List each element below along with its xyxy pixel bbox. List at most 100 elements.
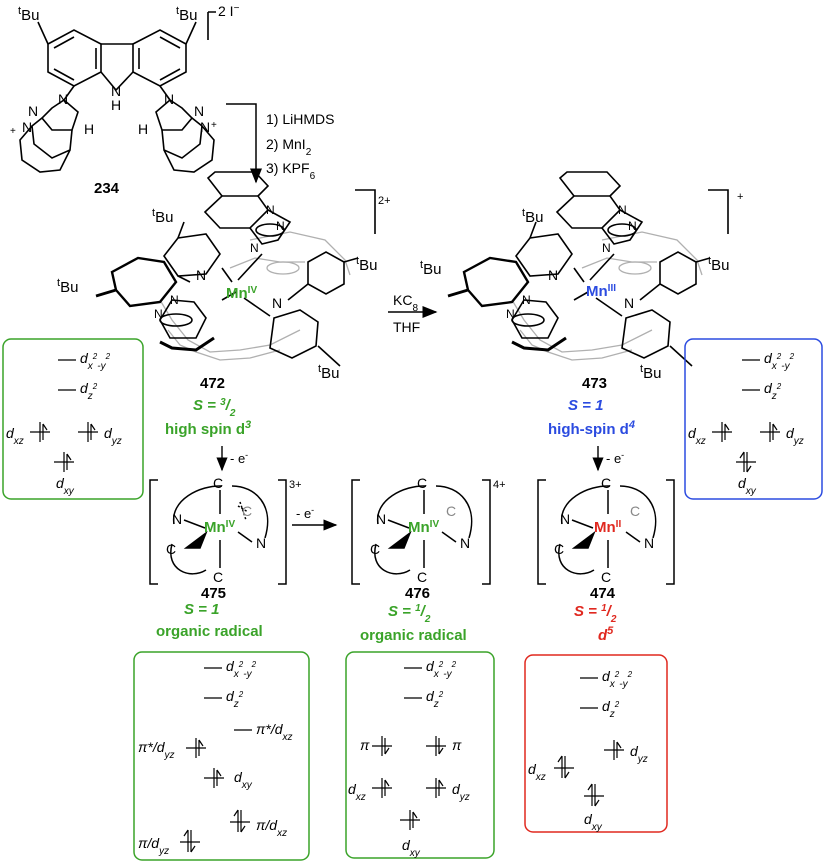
svg-text:C: C <box>166 541 176 557</box>
svg-text:N: N <box>256 535 266 551</box>
svg-text:MnIV: MnIV <box>204 519 235 537</box>
svg-text:π/dxz: π/dxz <box>256 817 287 839</box>
svg-text:tBu: tBu <box>318 363 339 382</box>
svg-text:dxy: dxy <box>56 475 75 497</box>
svg-text:d5: d5 <box>598 625 614 644</box>
svg-text:dx2-y2: dx2-y2 <box>602 668 633 690</box>
svg-text:MnII: MnII <box>594 519 621 537</box>
svg-text:C: C <box>242 503 252 519</box>
svg-text:MnIV: MnIV <box>408 519 439 537</box>
svg-text:C: C <box>601 569 611 585</box>
svg-text:S = 1/2: S = 1/2 <box>574 603 617 625</box>
svg-text:tBu: tBu <box>152 207 173 226</box>
svg-text:high spin d3: high spin d3 <box>165 419 251 438</box>
svg-text:dz2: dz2 <box>226 688 244 710</box>
mn-472: MnIV <box>226 285 257 303</box>
charge-234: 2 I− <box>218 3 240 20</box>
h-left: H <box>84 121 94 137</box>
svg-text:N: N <box>272 295 282 311</box>
svg-text:C: C <box>417 569 427 585</box>
svg-text:dx2-y2: dx2-y2 <box>426 658 457 680</box>
svg-text:π: π <box>360 737 370 753</box>
svg-text:dx2-y2: dx2-y2 <box>226 658 257 680</box>
svg-text:C: C <box>213 569 223 585</box>
svg-text:C: C <box>213 475 223 491</box>
svg-text:N: N <box>376 511 386 527</box>
tbu-label-1: tBu <box>18 5 39 24</box>
plus-right: + <box>211 120 217 131</box>
complex-474-structure <box>537 479 675 585</box>
svg-text:dyz: dyz <box>104 425 122 447</box>
svg-text:N: N <box>548 267 558 283</box>
compound-234-labels: tBu tBu 2 I− N H N N N + H N N N + H 234 <box>10 3 240 198</box>
svg-text:N: N <box>170 293 179 307</box>
svg-text:N: N <box>618 203 627 217</box>
n-right-1: N <box>164 91 174 107</box>
reagent-conditions: 1) LiHMDS 2) MnI2 3) KPF6 <box>266 111 334 182</box>
plus-left: + <box>10 126 16 137</box>
svg-text:N: N <box>506 307 515 321</box>
svg-text:N: N <box>172 511 182 527</box>
svg-text:dxy: dxy <box>738 475 757 497</box>
thf-label: THF <box>393 319 420 335</box>
svg-text:C: C <box>446 503 456 519</box>
orbital-box-473: dx2-y2 dz2 dxz dyz dxy <box>684 338 823 500</box>
complex-475-labels: C C N N C C 3+ MnIV 475 S = 1 organic ra… <box>156 475 302 640</box>
svg-text:dxy: dxy <box>584 811 603 833</box>
svg-text:dyz: dyz <box>786 425 804 447</box>
svg-text:π: π <box>452 737 462 753</box>
complex-475-structure <box>149 479 287 585</box>
svg-text:N: N <box>602 241 611 255</box>
svg-text:475: 475 <box>201 585 226 602</box>
mn-473: MnIII <box>586 283 616 301</box>
svg-text:dxz: dxz <box>688 425 706 447</box>
n-right-3: N <box>200 119 210 135</box>
svg-text:dxy: dxy <box>402 837 421 859</box>
n-left-2: N <box>28 103 38 119</box>
complex-472-labels: tBu tBu tBu tBu 2+ N N N N N N N MnIV 47… <box>57 195 391 438</box>
svg-text:dz2: dz2 <box>602 698 620 720</box>
n-left-1: N <box>58 91 68 107</box>
svg-text:+: + <box>737 191 743 203</box>
svg-text:S = 1/2: S = 1/2 <box>388 603 431 625</box>
svg-text:dyz: dyz <box>630 743 648 765</box>
svg-text:472: 472 <box>200 375 225 392</box>
complex-476-structure <box>351 479 491 585</box>
svg-text:π/dyz: π/dyz <box>138 835 169 857</box>
tbu-label-2: tBu <box>176 5 197 24</box>
complex-473-labels: tBu tBu tBu tBu + N N N N N N N MnIII 47… <box>420 191 743 438</box>
orbital-box-474: dx2-y2 dz2 dyz dxz dxy <box>524 654 668 833</box>
svg-text:dxz: dxz <box>528 761 546 783</box>
svg-text:- e-: - e- <box>606 450 624 466</box>
svg-text:dxz: dxz <box>6 425 24 447</box>
svg-text:3+: 3+ <box>289 479 302 491</box>
svg-text:1) LiHMDS: 1) LiHMDS <box>266 111 334 127</box>
svg-text:474: 474 <box>590 585 616 602</box>
svg-text:dz2: dz2 <box>80 380 98 402</box>
svg-text:N: N <box>644 535 654 551</box>
svg-text:C: C <box>630 503 640 519</box>
svg-text:tBu: tBu <box>57 277 78 296</box>
svg-text:S = 1: S = 1 <box>184 601 219 618</box>
complex-473-structure <box>447 171 729 367</box>
compound-234-number: 234 <box>94 180 120 197</box>
svg-text:dz2: dz2 <box>426 688 444 710</box>
orbital-box-472: dx2-y2 dz2 dxz dyz dxy <box>2 338 144 500</box>
svg-text:high-spin d4: high-spin d4 <box>548 419 635 438</box>
svg-text:C: C <box>417 475 427 491</box>
svg-text:- e-: - e- <box>230 450 248 466</box>
svg-text:N: N <box>624 295 634 311</box>
svg-text:4+: 4+ <box>493 479 506 491</box>
svg-text:dxy: dxy <box>234 769 253 791</box>
svg-text:dyz: dyz <box>452 781 470 803</box>
svg-text:- e-: - e- <box>296 505 314 521</box>
svg-text:S = 3/2: S = 3/2 <box>193 397 236 419</box>
nh-n: N <box>111 83 121 99</box>
svg-text:N: N <box>560 511 570 527</box>
svg-text:organic radical: organic radical <box>360 627 467 644</box>
svg-text:N: N <box>460 535 470 551</box>
complex-474-labels: C C N N C C MnII 474 S = 1/2 d5 <box>554 475 654 644</box>
nh-h: H <box>111 97 121 113</box>
svg-text:dz2: dz2 <box>764 380 782 402</box>
